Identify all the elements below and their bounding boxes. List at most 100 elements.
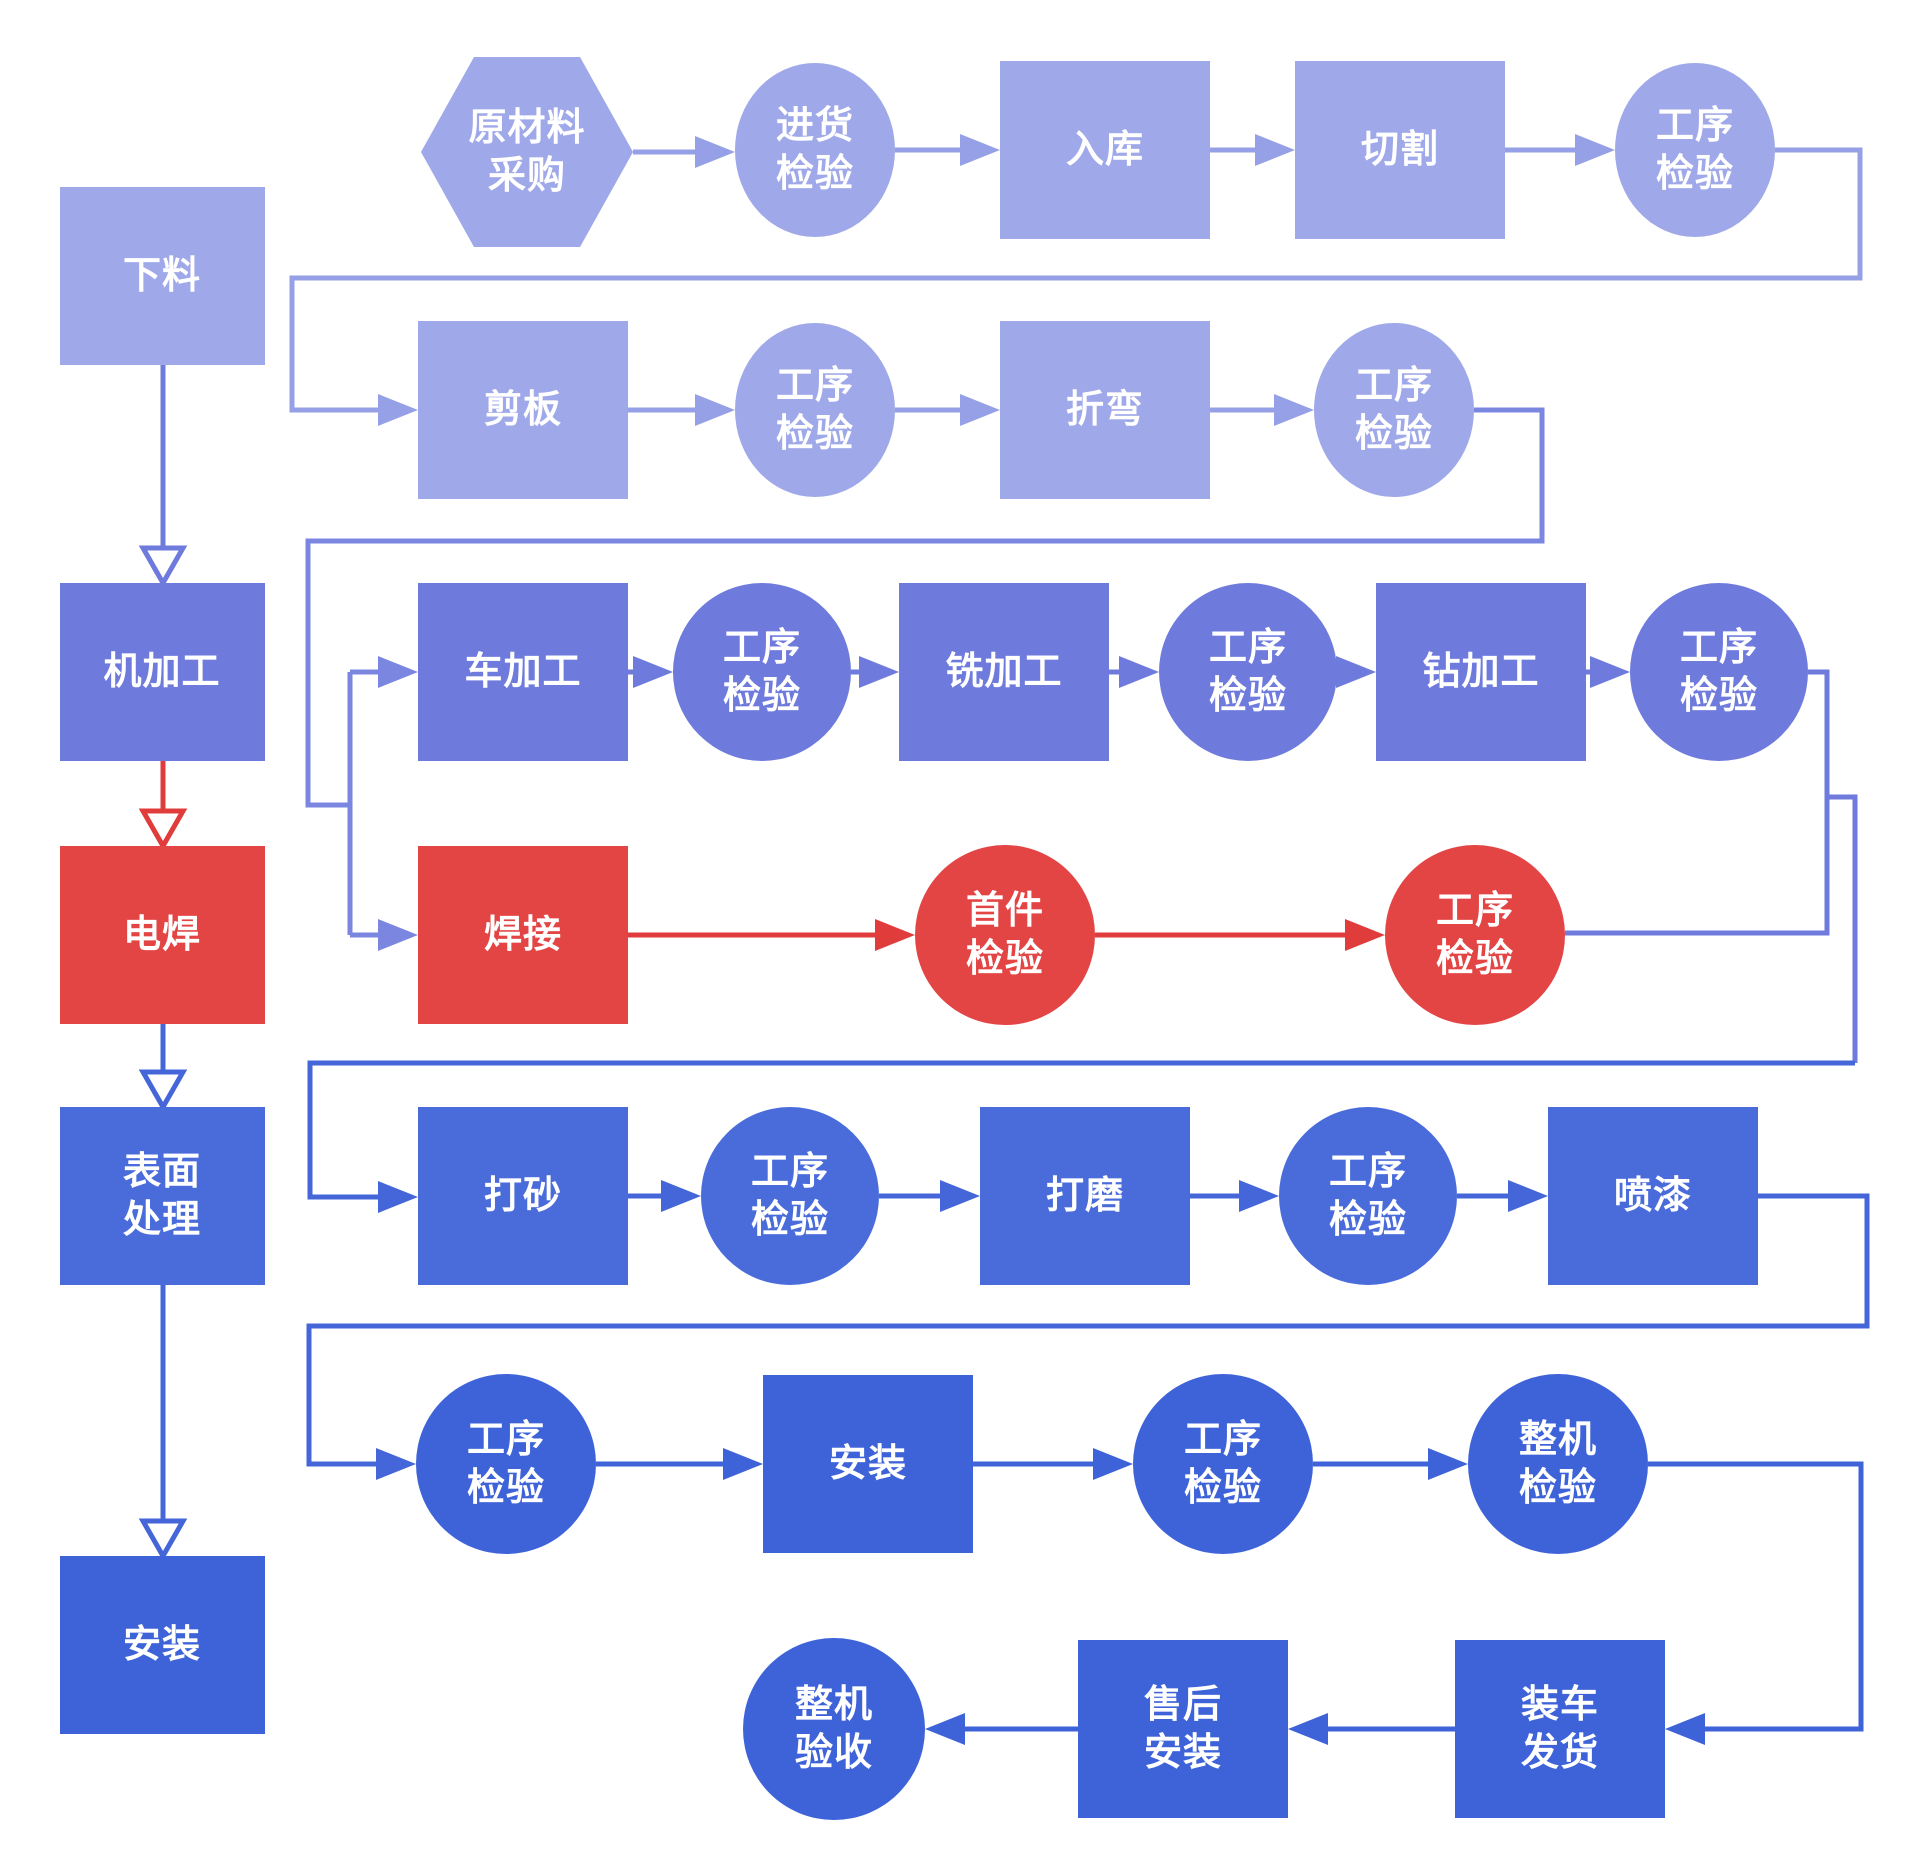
node-process-inspection-10: 工序 检验 xyxy=(416,1374,596,1554)
node-electric-welding: 电焊 xyxy=(60,846,265,1024)
node-label: 安装 xyxy=(829,1443,907,1485)
node-label: 检验 xyxy=(966,938,1044,980)
edge-inspection5-to-drilling xyxy=(1336,656,1376,688)
node-label: 打磨 xyxy=(1046,1175,1124,1217)
edge-first-article-to-inspection7 xyxy=(1095,919,1385,951)
node-process-inspection-7: 工序 检验 xyxy=(1385,845,1565,1025)
node-shape xyxy=(1159,583,1337,761)
node-shape xyxy=(915,845,1095,1025)
arrowhead xyxy=(1274,394,1314,426)
node-blanking: 下料 xyxy=(60,187,265,365)
node-drilling: 钻加工 xyxy=(1376,583,1586,761)
edge-inspection10-to-assembly xyxy=(596,1448,763,1480)
node-shape xyxy=(899,583,1109,761)
edge-machining-to-electric-welding xyxy=(138,761,188,852)
arrowhead xyxy=(633,656,673,688)
node-shape xyxy=(418,846,628,1024)
node-shape xyxy=(1548,1107,1758,1285)
arrowhead xyxy=(1575,134,1615,166)
node-label: 检验 xyxy=(1184,1467,1262,1509)
node-bending: 折弯 xyxy=(1000,321,1210,499)
arrowhead xyxy=(960,394,1000,426)
node-shape xyxy=(701,1107,879,1285)
edge-loading-to-after-sales xyxy=(1288,1713,1455,1745)
node-incoming-inspection: 进货 检验 xyxy=(735,63,895,237)
node-shape xyxy=(735,63,895,237)
node-label: 折弯 xyxy=(1066,388,1144,431)
node-label: 检验 xyxy=(1680,675,1758,717)
hollow-arrowhead xyxy=(138,1069,188,1113)
node-shape xyxy=(60,846,265,1024)
node-shape xyxy=(763,1375,973,1553)
node-process-inspection-1: 工序 检验 xyxy=(1615,63,1775,237)
edge-inspection9-to-painting xyxy=(1457,1180,1548,1212)
node-label: 安装 xyxy=(1144,1732,1222,1774)
node-process-inspection-2: 工序 检验 xyxy=(735,323,895,497)
node-label: 发货 xyxy=(1521,1732,1599,1774)
node-shape xyxy=(1078,1640,1288,1818)
edge-shearing-to-inspection2 xyxy=(628,394,735,426)
edge-after-sales-to-final-acceptance xyxy=(925,1713,1078,1745)
arrowhead xyxy=(1508,1180,1548,1212)
node-label: 检验 xyxy=(1329,1199,1407,1241)
edge-incoming-inspection-to-warehousing xyxy=(895,134,1000,166)
node-shape xyxy=(60,1556,265,1734)
node-label: 剪板 xyxy=(484,389,562,431)
arrowhead xyxy=(378,1181,418,1213)
node-shape xyxy=(1615,63,1775,237)
node-shape xyxy=(1000,321,1210,499)
edge-inspection1-to-shearing xyxy=(289,147,1863,426)
edge-drilling-to-inspection6 xyxy=(1586,656,1630,688)
node-label: 检验 xyxy=(1355,413,1433,455)
node-shape xyxy=(1295,61,1505,239)
node-label: 钻加工 xyxy=(1422,651,1539,693)
node-label: 检验 xyxy=(1209,675,1287,717)
node-label: 检验 xyxy=(467,1467,545,1509)
node-label: 安装 xyxy=(123,1624,201,1666)
hollow-arrowhead xyxy=(138,1518,188,1562)
node-label: 下料 xyxy=(123,255,201,297)
node-label: 整机 xyxy=(1519,1419,1597,1461)
hollow-arrowhead xyxy=(138,808,188,852)
node-label: 检验 xyxy=(1656,153,1734,195)
edge-welding-to-first-article xyxy=(628,919,915,951)
node-shape xyxy=(416,1374,596,1554)
edge-cutting-to-inspection1 xyxy=(1505,134,1615,166)
node-shape xyxy=(1314,323,1474,497)
edge-inspection4-to-milling xyxy=(851,656,899,688)
node-label: 车加工 xyxy=(464,651,581,693)
node-label: 入库 xyxy=(1066,129,1144,171)
node-label: 装车 xyxy=(1521,1684,1599,1726)
arrowhead xyxy=(1255,134,1295,166)
node-label: 焊接 xyxy=(484,914,562,956)
arrowhead xyxy=(925,1713,965,1745)
edge-blanking-to-machining xyxy=(138,365,188,589)
node-shape xyxy=(60,187,265,365)
node-label: 检验 xyxy=(723,675,801,717)
node-shape xyxy=(60,1107,265,1285)
node-label: 工序 xyxy=(751,1151,829,1193)
node-shape xyxy=(421,57,633,247)
arrowhead xyxy=(378,656,418,688)
edge-milling-to-inspection5 xyxy=(1109,656,1159,688)
arrowhead xyxy=(875,919,915,951)
node-label: 铣加工 xyxy=(945,651,1062,693)
node-machining: 机加工 xyxy=(60,583,265,761)
edge-inspection2-to-bending xyxy=(895,394,1000,426)
arrowhead xyxy=(695,136,735,168)
node-surface-treatment: 表面 处理 xyxy=(60,1107,265,1285)
node-final-acceptance: 整机 验收 xyxy=(743,1638,925,1820)
edge-complete-inspection-to-loading xyxy=(1648,1461,1864,1745)
node-shape xyxy=(418,1107,628,1285)
node-process-inspection-5: 工序 检验 xyxy=(1159,583,1337,761)
node-label: 表面 xyxy=(123,1151,201,1193)
node-label: 工序 xyxy=(467,1419,545,1461)
node-shape xyxy=(418,583,628,761)
node-label: 检验 xyxy=(1436,938,1514,980)
edge-raw-material-to-incoming-inspection xyxy=(633,136,735,168)
edge-inspection11-to-complete-inspection xyxy=(1313,1448,1468,1480)
node-shape xyxy=(1000,61,1210,239)
node-label: 检验 xyxy=(1519,1467,1597,1509)
arrowhead xyxy=(859,656,899,688)
node-assembly-stage: 安装 xyxy=(60,1556,265,1734)
